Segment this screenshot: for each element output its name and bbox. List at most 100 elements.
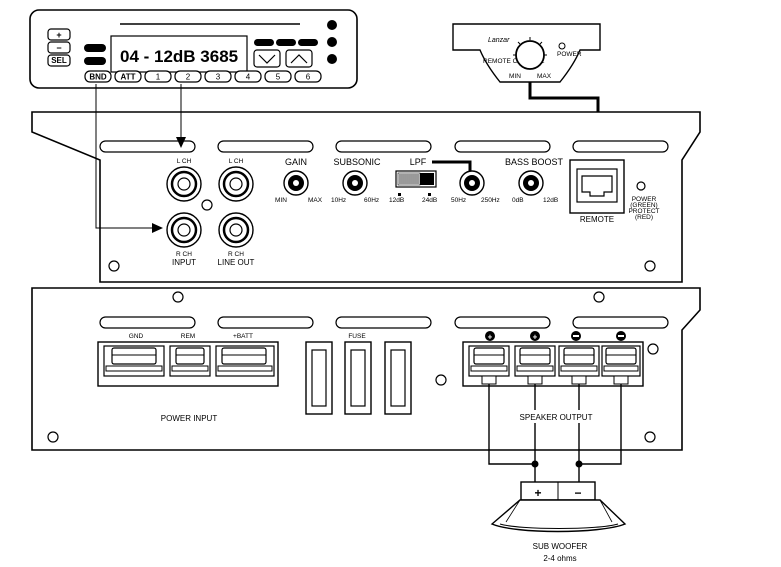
power-led-label-1: POWER: [632, 196, 657, 203]
minus-button[interactable]: [47, 41, 71, 54]
power-protect-led: [636, 181, 646, 191]
head-unit: 04 - 12dB 3685 + − SEL BND ATT 1: [29, 9, 358, 89]
att-button[interactable]: [114, 70, 142, 83]
bnd-button[interactable]: [84, 70, 112, 83]
lineout-label: LINE OUT: [218, 258, 255, 267]
chevron-down-icon: [258, 54, 276, 64]
subwoofer-impedance-label: 2-4 ohms: [543, 554, 576, 563]
seek-up-button[interactable]: [285, 49, 313, 68]
gain-min-label: MIN: [275, 197, 287, 204]
bottom-button-row: BND ATT 1 2 3 4 5 6: [84, 70, 322, 83]
remote-power-led: [558, 42, 566, 50]
seek-down-button[interactable]: [253, 49, 281, 68]
batt-terminal[interactable]: [215, 345, 275, 377]
minus-button-label: −: [56, 43, 61, 53]
preset-4-label: 4: [246, 73, 251, 82]
switch-12db-label: 12dB: [389, 197, 404, 204]
gnd-terminal[interactable]: [103, 345, 165, 377]
rca-right-arrow: [152, 223, 163, 233]
remote-level-knob[interactable]: [515, 40, 545, 70]
preset-4-button[interactable]: [234, 70, 262, 83]
speaker-terminal-plus-2[interactable]: [514, 345, 556, 385]
power-led-label-4: (RED): [635, 214, 653, 221]
speaker-output-label-bg: [505, 410, 607, 423]
preset-1-button[interactable]: [144, 70, 172, 83]
switch-24db-label: 24dB: [422, 197, 437, 204]
lpf-frequency-knob[interactable]: [459, 170, 485, 196]
switch-12db-marker: [398, 193, 401, 196]
power-input-label: POWER INPUT: [161, 414, 218, 423]
lineout-left-ch-label: L CH: [229, 158, 244, 165]
gnd-label: GND: [129, 333, 144, 340]
plus-button-label: +: [56, 30, 61, 40]
display-button-left-lower[interactable]: [84, 57, 106, 65]
display-button-left-upper[interactable]: [84, 44, 106, 52]
fuse-block: [305, 341, 412, 415]
subsonic-knob[interactable]: [342, 170, 368, 196]
wire-junction-minus: [575, 460, 583, 468]
display-button-right-3[interactable]: [298, 39, 318, 46]
bnd-button-label: BND: [89, 73, 107, 82]
knob-dot-3[interactable]: [327, 54, 337, 64]
rca-jack-lineout-right[interactable]: [218, 212, 254, 248]
rca-cables: [95, 84, 182, 229]
knob-dot-1[interactable]: [327, 20, 337, 30]
lpf-bracket: [432, 160, 472, 172]
remote-knob-ticks: [513, 37, 547, 56]
preset-6-button[interactable]: [294, 70, 322, 83]
subwoofer-label: SUB WOOFER: [533, 542, 588, 551]
svg-text:+: +: [533, 333, 538, 342]
batt-label: +BATT: [233, 333, 253, 340]
remote-port-label: REMOTE: [580, 215, 614, 224]
preset-1-label: 1: [156, 73, 161, 82]
svg-text:+: +: [488, 333, 493, 342]
head-unit-display: 04 - 12dB 3685: [120, 47, 238, 66]
att-button-label: ATT: [121, 73, 136, 82]
subwoofer-minus-sign: −: [574, 486, 581, 500]
rem-terminal[interactable]: [169, 345, 211, 377]
bass-max-label: 12dB: [543, 197, 558, 204]
preset-6-label: 6: [306, 73, 311, 82]
fuse-label: FUSE: [348, 333, 366, 340]
amp-top-panel: L CH L CH R CH INPUT R CH LINE OUT GAIN …: [31, 111, 701, 283]
preset-5-button[interactable]: [264, 70, 292, 83]
rca-jack-lineout-left[interactable]: [218, 166, 254, 202]
speaker-terminal-minus-2[interactable]: [601, 345, 641, 385]
switch-24db-marker: [428, 193, 431, 196]
power-led-label-3: PROTECT: [628, 208, 659, 215]
rca-left-arrow: [176, 137, 186, 148]
input-right-ch-label: R CH: [176, 251, 192, 258]
remote-control-unit: Lanzar REMOTE CONTROL MIN MAX POWER: [452, 23, 601, 83]
rca-jack-input-left[interactable]: [166, 166, 202, 202]
power-terminal-block: [97, 341, 279, 387]
remote-power-label: POWER: [557, 51, 582, 58]
gain-label: GAIN: [285, 157, 307, 167]
remote-port[interactable]: [569, 159, 625, 214]
preset-3-button[interactable]: [204, 70, 232, 83]
sel-button[interactable]: [47, 54, 71, 67]
remote-brand-logo: Lanzar: [488, 37, 510, 44]
plus-button[interactable]: [47, 28, 71, 41]
amp-bottom-panel: GND REM +BATT: [31, 287, 701, 451]
speaker-terminal-block: [462, 341, 644, 387]
bass-boost-knob[interactable]: [518, 170, 544, 196]
gain-knob[interactable]: [283, 170, 309, 196]
remote-min-label: MIN: [509, 73, 521, 80]
lpf-min-label: 50Hz: [451, 197, 466, 204]
preset-3-label: 3: [216, 73, 221, 82]
preset-5-label: 5: [276, 73, 281, 82]
preset-2-label: 2: [186, 73, 191, 82]
lpf-slope-switch[interactable]: [395, 170, 437, 188]
chevron-up-icon: [290, 54, 308, 64]
subwoofer-plus-sign: +: [534, 486, 541, 500]
remote-control-label: REMOTE CONTROL: [483, 58, 545, 65]
preset-2-button[interactable]: [174, 70, 202, 83]
display-button-right-1[interactable]: [254, 39, 274, 46]
knob-dot-2[interactable]: [327, 37, 337, 47]
speaker-terminal-minus-1[interactable]: [558, 345, 600, 385]
subsonic-min-label: 10Hz: [331, 197, 346, 204]
display-button-right-2[interactable]: [276, 39, 296, 46]
speaker-terminal-plus-1[interactable]: [468, 345, 510, 385]
rca-jack-input-right[interactable]: [166, 212, 202, 248]
